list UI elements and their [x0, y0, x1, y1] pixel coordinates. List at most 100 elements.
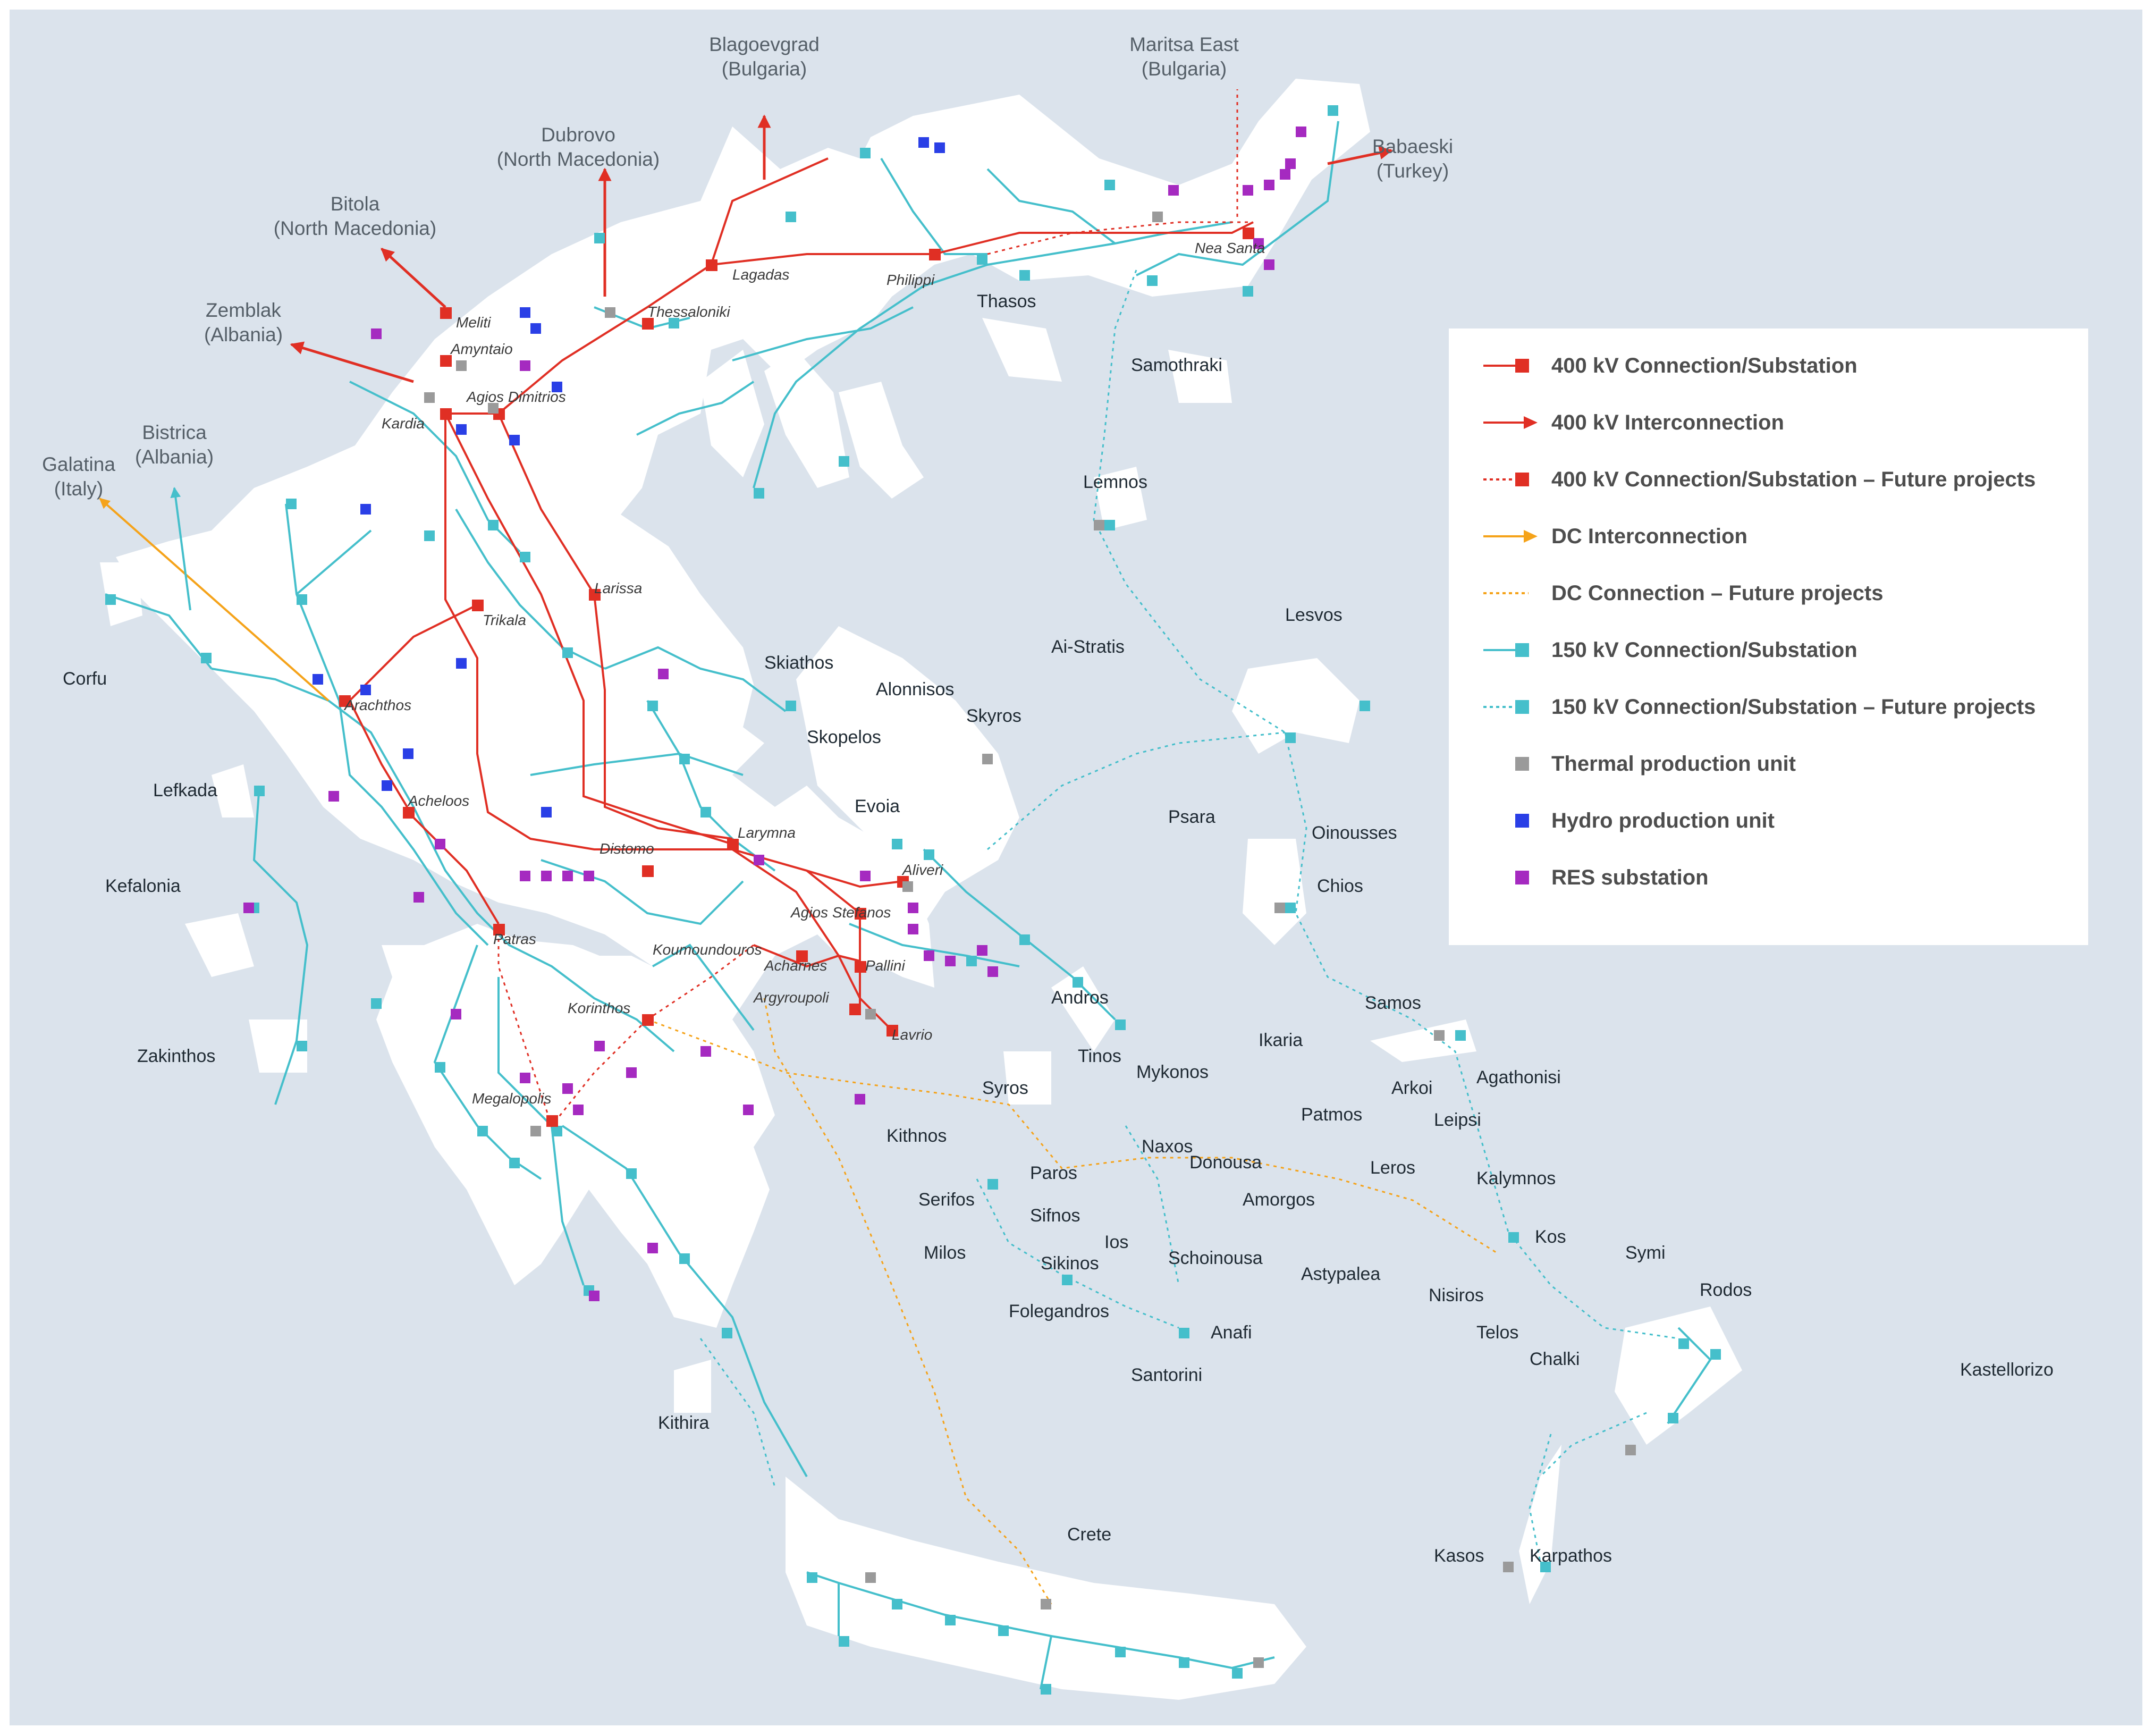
place-label: Ai-Stratis [1051, 637, 1125, 657]
interconnection-name: Dubrovo [541, 124, 615, 146]
substation-label: Patras [493, 931, 536, 947]
interconnection-country: (Italy) [54, 478, 104, 500]
place-label: Zakinthos [137, 1046, 215, 1066]
place-label: Andros [1051, 988, 1109, 1008]
legend-label: 150 kV Connection/Substation [1551, 638, 1858, 662]
place-label: Chios [1317, 876, 1363, 896]
place-label: Donousa [1189, 1152, 1262, 1173]
place-label: Ios [1104, 1232, 1128, 1252]
substation-label: Agios Stefanos [790, 904, 891, 921]
kv400-interconnection-arrows [290, 114, 1393, 383]
place-label: Lesvos [1285, 605, 1343, 625]
legend-swatch [1478, 634, 1542, 666]
interconnection-country: (North Macedonia) [497, 148, 660, 170]
grid-map: Blagoevgrad(Bulgaria)Maritsa East(Bulgar… [42, 33, 2054, 1700]
place-label: Patmos [1301, 1105, 1362, 1125]
substation-label: Korinthos [568, 1000, 630, 1016]
substation-label: Aliveri [901, 862, 943, 878]
legend-swatch [1478, 464, 1542, 495]
place-label: Anafi [1211, 1322, 1252, 1343]
hydro-square-swatch [1515, 814, 1529, 828]
substation-label: Acharnes [763, 957, 827, 974]
place-label: Serifos [918, 1190, 975, 1210]
place-label: Sikinos [1041, 1253, 1099, 1274]
legend-item: Thermal production unit [1478, 748, 1796, 780]
kv400-dotted-swatch [1483, 473, 1529, 486]
substation-label: Thessaloniki [647, 304, 730, 320]
substation-label: Lavrio [892, 1026, 932, 1043]
place-label: Kos [1535, 1227, 1566, 1247]
substation-label: Nea Santa [1195, 240, 1265, 256]
place-label: Kefalonia [105, 876, 181, 896]
substation-label: Argyroupoli [753, 989, 829, 1006]
place-label: Kithira [658, 1413, 709, 1433]
legend-swatch [1478, 805, 1542, 837]
map-frame: Blagoevgrad(Bulgaria)Maritsa East(Bulgar… [10, 10, 2142, 1725]
place-label: Leipsi [1434, 1110, 1481, 1130]
legend-label: DC Connection – Future projects [1551, 581, 1884, 605]
legend-swatch [1478, 748, 1542, 780]
legend-swatch [1478, 862, 1542, 894]
place-label: Ikaria [1259, 1030, 1303, 1050]
legend-item: DC Interconnection [1478, 520, 1747, 552]
substation-label: Distomo [600, 840, 654, 857]
interconnection-country: (Bulgaria) [1142, 58, 1227, 80]
legend-swatch [1478, 577, 1542, 609]
kv150-line-swatch [1483, 643, 1529, 657]
place-label: Lefkada [153, 780, 217, 800]
place-label: Psara [1168, 807, 1215, 827]
place-label: Evoia [855, 796, 900, 816]
legend-label: 400 kV Connection/Substation – Future pr… [1551, 467, 2036, 491]
substation-label: Larissa [594, 580, 642, 596]
legend-label: DC Interconnection [1551, 524, 1747, 548]
place-label: Santorini [1131, 1365, 1202, 1385]
legend-item: Hydro production unit [1478, 805, 1775, 837]
interconnection-country: (Albania) [135, 446, 214, 468]
place-label: Corfu [63, 669, 107, 689]
place-label: Skopelos [807, 727, 881, 747]
place-label: Chalki [1530, 1349, 1580, 1369]
place-label: Crete [1067, 1524, 1111, 1545]
res-substations [243, 127, 1306, 1301]
place-label: Naxos [1142, 1136, 1193, 1157]
kv150-dotted-swatch [1483, 700, 1529, 714]
place-label: Agathonisi [1476, 1067, 1561, 1088]
place-label: Milos [924, 1243, 966, 1263]
substation-label: Trikala [483, 612, 526, 628]
place-label: Folegandros [1009, 1301, 1109, 1321]
place-label: Thasos [977, 291, 1036, 311]
interconnection-name: Bistrica [142, 422, 207, 443]
legend-swatch [1478, 691, 1542, 723]
place-label: Kalymnos [1476, 1168, 1556, 1189]
interconnection-country: (Bulgaria) [722, 58, 807, 80]
legend-swatch [1478, 350, 1542, 382]
substation-label: Larymna [738, 824, 796, 841]
legend-label: 150 kV Connection/Substation – Future pr… [1551, 695, 2036, 719]
legend-label: RES substation [1551, 865, 1709, 889]
place-label: Sifnos [1030, 1206, 1080, 1226]
substation-label: Megalopolis [472, 1090, 551, 1107]
legend-item: 150 kV Connection/Substation – Future pr… [1478, 691, 2036, 723]
interconnection-country: (North Macedonia) [274, 217, 436, 239]
kv400-line-swatch [1483, 359, 1529, 373]
substation-label: Acheloos [407, 793, 469, 809]
place-label: Lemnos [1083, 472, 1147, 492]
interconnection-name: Zemblak [206, 299, 281, 321]
interconnection-name: Galatina [42, 453, 115, 475]
substation-label: Kardia [382, 415, 425, 432]
place-label: Oinousses [1312, 823, 1397, 843]
place-label: Alonnisos [876, 679, 954, 700]
place-label: Leros [1370, 1158, 1415, 1178]
substation-label: Philippi [886, 272, 935, 288]
interconnection-name: Babaeski [1372, 136, 1453, 157]
legend-item: DC Connection – Future projects [1478, 577, 1884, 609]
place-label: Astypalea [1301, 1264, 1380, 1284]
dc-interconnection-line [99, 498, 330, 702]
legend-label: 400 kV Interconnection [1551, 410, 1784, 434]
substation-label: Agios Dimitrios [466, 389, 566, 405]
legend-swatch [1478, 407, 1542, 439]
legend-item: 150 kV Connection/Substation [1478, 634, 1858, 666]
place-label: Paros [1030, 1163, 1077, 1183]
dc-arrow-swatch [1483, 530, 1538, 543]
dc-future [647, 998, 1498, 1605]
